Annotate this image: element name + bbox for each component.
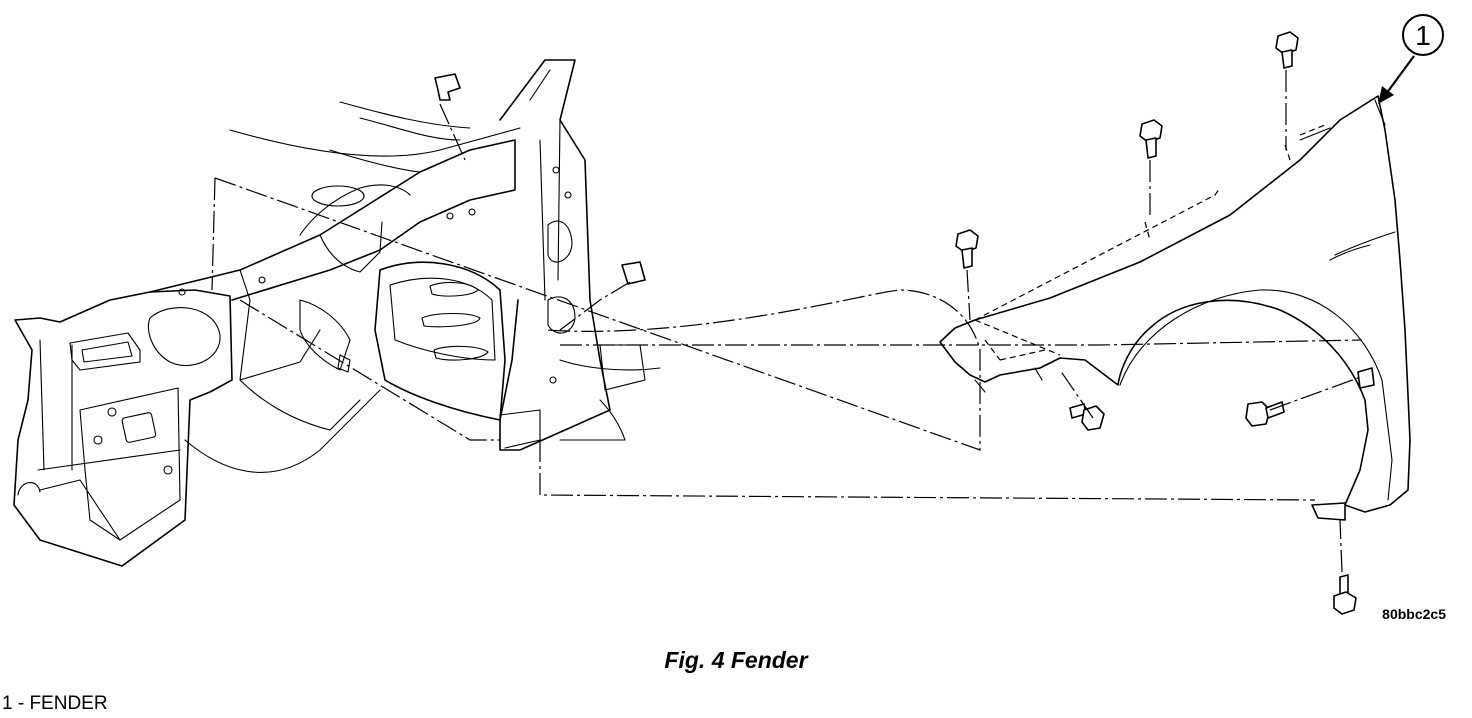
bolt-icon	[1275, 31, 1299, 69]
fender-diagram-svg: 1 80bbc2c5	[13, 14, 1446, 622]
body-structure	[13, 59, 661, 567]
bolt-icon	[1139, 119, 1163, 159]
figure-caption: Fig. 4 Fender	[664, 647, 808, 673]
bolt-icon	[955, 229, 979, 269]
callout-number: 1	[1415, 20, 1431, 51]
callout-1: 1	[1378, 14, 1444, 104]
bolt-icon	[1333, 574, 1357, 615]
fender-panel	[939, 95, 1411, 521]
bolt-icon	[1069, 403, 1105, 431]
fastener-bolts	[955, 31, 1357, 615]
alignment-lines	[211, 70, 1363, 573]
reference-code: 80bbc2c5	[1382, 606, 1446, 622]
bolt-icon	[1245, 401, 1285, 427]
fender-diagram: 1 80bbc2c5	[13, 14, 1446, 622]
legend-item: 1 - FENDER	[2, 693, 108, 714]
